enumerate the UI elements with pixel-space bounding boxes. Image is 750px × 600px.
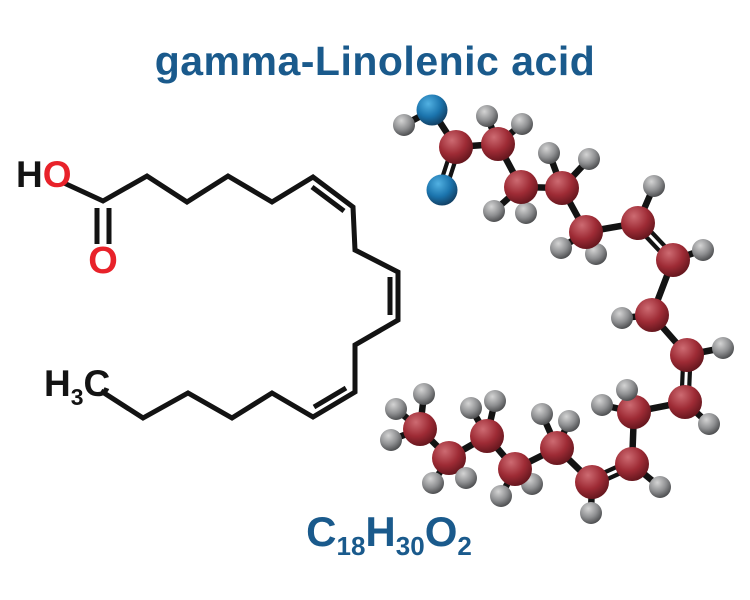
hydrogen-atom: [393, 114, 415, 136]
carbon-atom: [432, 441, 466, 475]
carbonyl-oxygen-label: O: [88, 240, 118, 282]
carbon-atom: [540, 431, 574, 465]
hydrogen-atom: [692, 239, 714, 261]
hydrogen-atom: [531, 403, 553, 425]
formula-part: 30: [395, 531, 425, 561]
carbon-atom: [670, 338, 704, 372]
hydrogen-atom: [558, 410, 580, 432]
cis-double-bond-inner-line: [312, 385, 348, 410]
hydrogen-atom: [538, 142, 560, 164]
hydrogen-atom: [585, 243, 607, 265]
hydrogen-atom: [643, 175, 665, 197]
carbon-atom: [621, 206, 655, 240]
hydrogen-atom: [712, 337, 734, 359]
hydrogen-atom: [578, 148, 600, 170]
hydrogen-atom: [455, 467, 477, 489]
hydrogen-atom: [380, 429, 402, 451]
hydrogen-atom: [698, 413, 720, 435]
carbon-atom: [498, 452, 532, 486]
hydrogen-atom: [490, 485, 512, 507]
carbon-atom: [569, 215, 603, 249]
carbon-atom: [635, 298, 669, 332]
hydrogen-atom: [616, 379, 638, 401]
formula-part: H: [365, 508, 396, 555]
carbon-atom: [615, 447, 649, 481]
hydrogen-atom: [550, 237, 572, 259]
carbon-atom: [481, 127, 515, 161]
skeletal-chain: [62, 173, 401, 421]
formula-part: O: [424, 508, 458, 555]
carbon-atom: [504, 170, 538, 204]
carbon-atom: [470, 419, 504, 453]
carbon-atom: [668, 385, 702, 419]
hydrogen-atom: [413, 383, 435, 405]
cis-double-bond-inner-line: [310, 185, 346, 213]
hydrogen-atom: [484, 390, 506, 412]
page-title: gamma-Linolenic acid: [154, 38, 596, 84]
carbon-atom: [617, 395, 651, 429]
carbon-atom: [403, 412, 437, 446]
carbon-atom: [545, 171, 579, 205]
hydrogen-atom: [422, 472, 444, 494]
hydrogen-atom: [515, 202, 537, 224]
carbon-atom: [656, 243, 690, 277]
hydroxyl-label: HO: [16, 154, 72, 195]
hydrogen-atom: [591, 394, 613, 416]
formula-part: 18: [336, 531, 366, 561]
hydrogen-atom: [460, 397, 482, 419]
hydrogen-atom: [385, 398, 407, 420]
oxygen-atom: [416, 94, 448, 126]
carbon-atom: [439, 130, 473, 164]
oxygen-atom: [426, 174, 458, 206]
formula-part: C: [306, 508, 337, 555]
hydrogen-atom: [511, 113, 533, 135]
carbon-atom: [575, 465, 609, 499]
hydrogen-atom: [476, 105, 498, 127]
formula-part: 2: [457, 531, 472, 561]
methyl-label: H3C: [44, 363, 110, 410]
molecular-formula: C18H30O2: [14, 508, 750, 561]
hydrogen-atom: [483, 200, 505, 222]
hydrogen-atom: [649, 476, 671, 498]
hydrogen-atom: [611, 307, 633, 329]
hydrogen-atom: [580, 502, 602, 524]
